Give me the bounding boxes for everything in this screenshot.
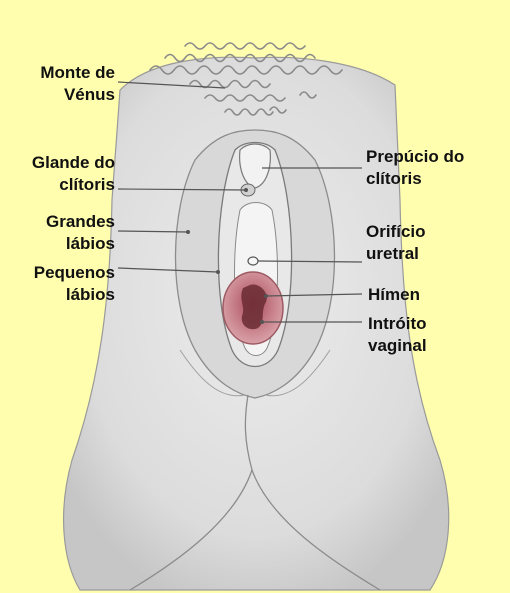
label-prepucio-clitoris: Prepúcio do clítoris (366, 147, 465, 188)
label-monte-venus: Monte de Vénus (40, 63, 115, 104)
pubic-hair (149, 42, 343, 116)
label-glande-clitoris: Glande do clítoris (31, 153, 115, 194)
clitoral-hood (239, 143, 271, 189)
label-introito-vaginal: Intróito vaginal (368, 314, 427, 355)
label-himen: Hímen (368, 285, 420, 304)
vaginal-opening (241, 284, 267, 330)
label-orificio-uretral: Orifício uretral (366, 222, 426, 263)
leader-lines (117, 81, 363, 323)
urethral-opening (247, 256, 259, 266)
perineum-fold (244, 394, 381, 591)
label-pequenos-labios: Pequenos lábios (33, 263, 115, 304)
label-grandes-labios: Grandes lábios (46, 212, 115, 253)
